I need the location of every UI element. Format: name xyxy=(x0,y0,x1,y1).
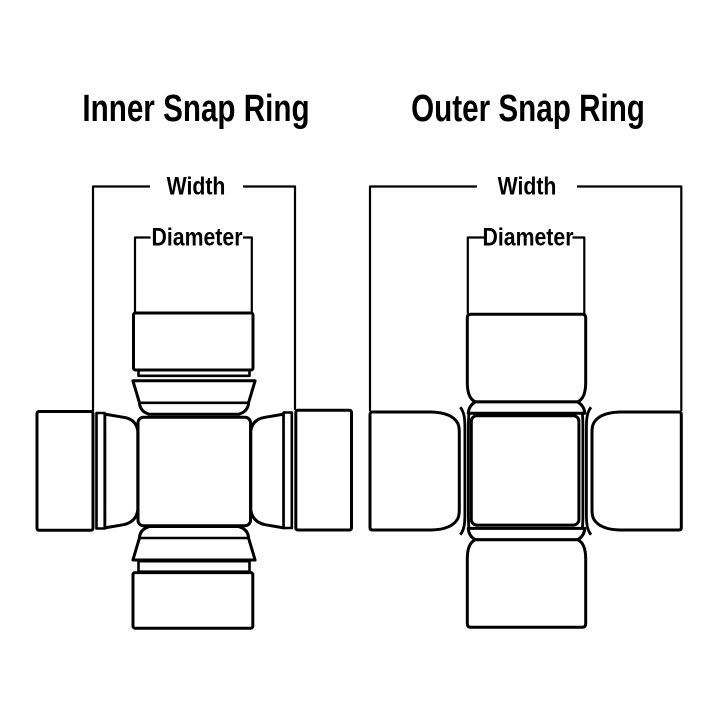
inner-width-dimension-lines xyxy=(91,185,297,411)
inner-cross-body xyxy=(136,415,252,528)
inner-snap-ring-ujoint xyxy=(35,185,353,630)
outer-left-trunnion-neck xyxy=(459,404,473,538)
inner-bottom-snap-ring xyxy=(137,559,251,574)
outer-diameter-label: Diameter xyxy=(482,223,574,252)
outer-right-bearing-cap xyxy=(590,410,683,532)
outer-top-bearing-cap xyxy=(465,312,588,404)
inner-diameter-label: Diameter xyxy=(151,223,243,252)
outer-width-label: Width xyxy=(497,172,557,201)
outer-snap-ring-ujoint xyxy=(368,185,683,629)
outer-top-cap-lip xyxy=(466,400,587,415)
outer-bottom-cap-lip xyxy=(466,526,587,542)
inner-top-bearing-cap xyxy=(132,311,255,372)
inner-left-bearing-cap xyxy=(35,410,95,532)
inner-left-snap-ring xyxy=(95,411,106,530)
inner-right-seal xyxy=(249,412,286,530)
outer-cross-body xyxy=(469,414,581,527)
inner-top-seal xyxy=(131,379,257,416)
outer-diagram-title: Outer Snap Ring xyxy=(411,88,645,130)
inner-bottom-seal xyxy=(131,525,257,562)
outer-width-dimension-lines xyxy=(368,185,683,411)
inner-right-snap-ring xyxy=(282,411,294,530)
inner-right-bearing-cap xyxy=(294,408,353,532)
inner-diagram-title: Inner Snap Ring xyxy=(82,88,310,130)
outer-bottom-bearing-cap xyxy=(465,538,588,629)
outer-diameter-dimension-lines xyxy=(466,236,586,314)
inner-bottom-bearing-cap xyxy=(131,571,255,630)
inner-diameter-dimension-lines xyxy=(133,236,253,313)
outer-right-trunnion-neck xyxy=(578,404,593,538)
inner-width-label: Width xyxy=(166,172,226,201)
outer-left-bearing-cap xyxy=(368,410,461,532)
inner-left-seal xyxy=(103,412,140,530)
